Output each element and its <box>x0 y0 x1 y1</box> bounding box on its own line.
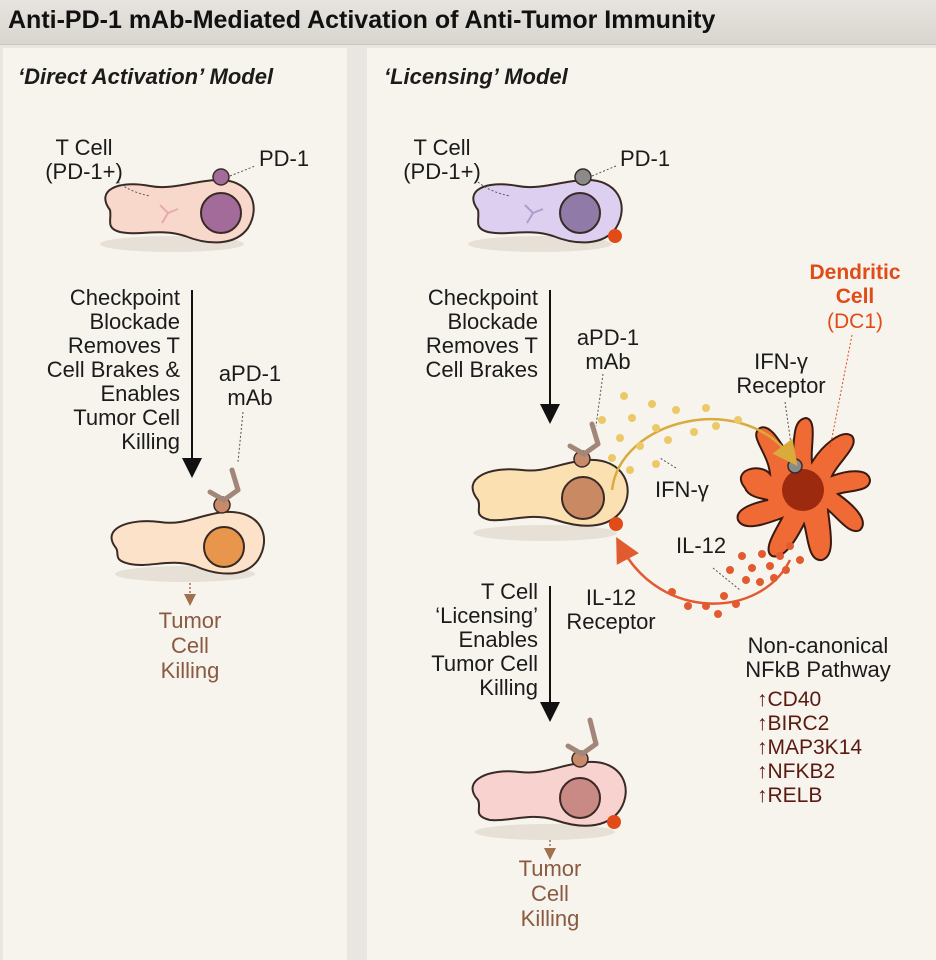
ifng-receptor-label: IFN-γ Receptor <box>736 349 826 398</box>
right-tcell-leader <box>477 181 511 197</box>
gene-birc2: ↑BIRC2 <box>757 712 830 735</box>
ifng-receptor-leader <box>784 401 794 459</box>
page-title: Anti-PD-1 mAb-Mediated Activation of Ant… <box>8 6 716 34</box>
right-mab-label: aPD-1 mAb <box>576 325 640 374</box>
il12-label: IL-12 <box>676 533 727 558</box>
right-tcell-bottom <box>471 760 627 840</box>
il12-dots <box>668 542 804 618</box>
left-tcell-label: T Cell (PD-1+) <box>45 135 123 184</box>
gene-map3k14: ↑MAP3K14 <box>757 736 863 759</box>
dendritic-cell-subtitle: (DC1) <box>827 310 883 333</box>
gene-nfkb2: ↑NFKB2 <box>757 760 836 783</box>
left-outcome-label: Tumor Cell Killing <box>158 608 222 683</box>
pathway-title: Non-canonical NFkB Pathway <box>745 633 891 682</box>
left-tcell-top <box>100 178 255 252</box>
left-mab-label: aPD-1 mAb <box>218 361 282 410</box>
left-pd1-label: PD-1 <box>259 146 310 171</box>
right-tcell-middle <box>471 458 629 541</box>
il12-leader <box>712 567 741 591</box>
left-tcell-leader <box>117 181 151 197</box>
direct-model-heading: ‘Direct Activation’ Model <box>18 64 274 89</box>
dendritic-cell <box>736 416 872 562</box>
licensing-text: T Cell ‘Licensing’ Enables Tumor Cell Ki… <box>431 579 538 700</box>
right-tcell-label: T Cell (PD-1+) <box>403 135 481 184</box>
ifng-receptor-icon <box>787 458 803 474</box>
right-pd1-receptor <box>574 168 592 186</box>
right-tcell-top <box>468 178 623 252</box>
dendritic-cell-title: Dendritic Cell <box>809 261 901 308</box>
licensing-model-heading: ‘Licensing’ Model <box>384 64 568 89</box>
left-blockade-text: Checkpoint Blockade Removes T Cell Brake… <box>46 285 180 454</box>
dc-leader <box>829 334 853 449</box>
right-pd1-label: PD-1 <box>620 146 671 171</box>
left-pd1-receptor <box>212 168 230 186</box>
gene-relb: ↑RELB <box>757 784 823 807</box>
right-outcome-label: Tumor Cell Killing <box>518 856 582 931</box>
right-mab-leader <box>595 373 604 427</box>
ifng-arrow <box>610 418 798 491</box>
right-apd1-antibody-1 <box>567 421 601 468</box>
gene-list: ↑CD40 ↑BIRC2 ↑MAP3K14 ↑NFKB2 ↑RELB <box>757 688 862 808</box>
right-blockade-text: Checkpoint Blockade Removes T Cell Brake… <box>425 285 538 382</box>
left-tcell-bottom <box>110 510 266 582</box>
ifng-leader <box>659 457 677 469</box>
right-pd1-leader <box>591 165 617 177</box>
title-bar: Anti-PD-1 mAb-Mediated Activation of Ant… <box>0 0 936 45</box>
left-apd1-antibody <box>207 467 241 514</box>
left-pd1-leader <box>229 165 256 177</box>
gene-cd40: ↑CD40 <box>757 688 822 711</box>
right-apd1-antibody-2 <box>565 717 599 768</box>
ifng-label: IFN-γ <box>655 477 709 502</box>
ifng-dots <box>598 392 742 474</box>
left-mab-leader <box>237 411 244 463</box>
il12-receptor-label: IL-12 Receptor <box>566 585 656 634</box>
